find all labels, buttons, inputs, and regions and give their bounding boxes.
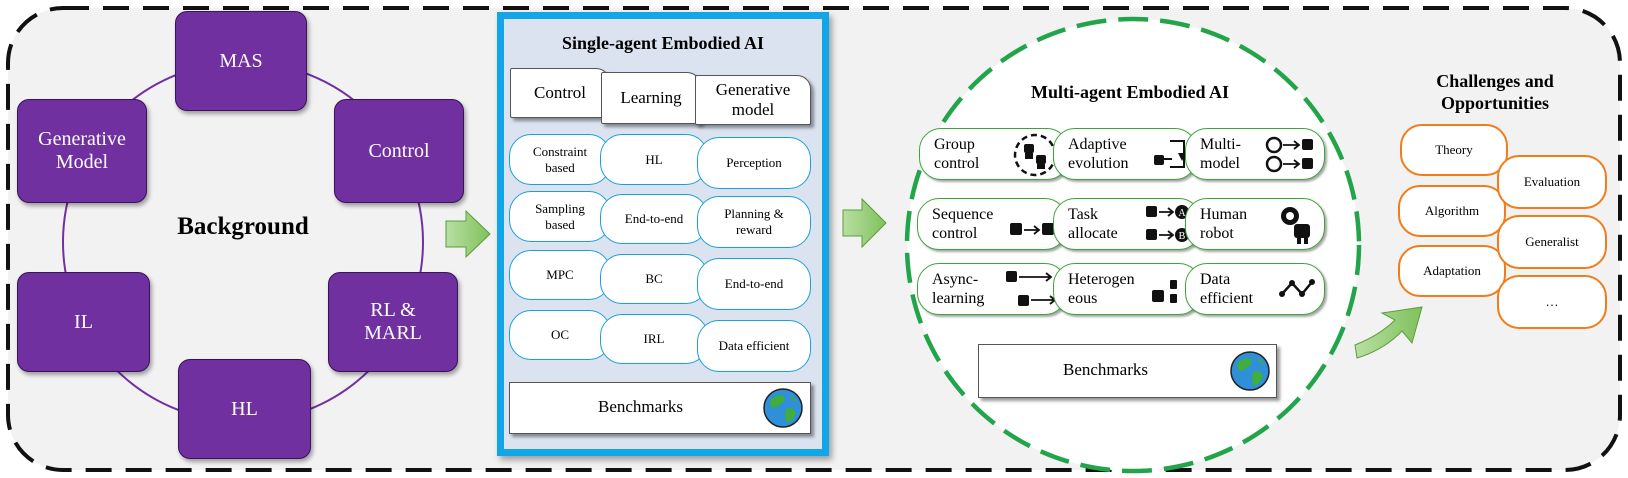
- item-end-to-end-learning: End-to-end: [600, 194, 708, 244]
- background-title: Background: [177, 213, 309, 240]
- sequence-robots-icon: [1010, 223, 1054, 235]
- node-control: Control: [334, 99, 464, 203]
- item-evaluation: Evaluation: [1497, 155, 1607, 209]
- async-robots-icon: [1006, 271, 1057, 306]
- item-sampling-based: Sampling based: [509, 191, 611, 242]
- item-theory: Theory: [1400, 124, 1508, 176]
- node-hl: HL: [178, 359, 311, 459]
- model-to-robot-icon: [1265, 136, 1313, 173]
- item-async-learning: Async- learning: [917, 263, 1067, 315]
- challenges-title: Challenges and Opportunities: [1436, 70, 1554, 114]
- feedback-loop-icon: [1154, 140, 1186, 168]
- item-group-control: Group control: [919, 128, 1069, 180]
- svg-text:B: B: [1179, 231, 1186, 242]
- globe-icon: [1230, 351, 1270, 391]
- item-human-robot: Human robot: [1185, 198, 1325, 250]
- item-mpc: MPC: [509, 250, 611, 300]
- node-il: IL: [17, 272, 150, 372]
- category-generative-model: Generative model: [695, 75, 811, 125]
- item-more: …: [1497, 275, 1607, 329]
- item-sequence-control: Sequence control: [917, 198, 1067, 250]
- group-robots-icon: [1013, 133, 1057, 177]
- arrow-background-to-single: [445, 209, 491, 259]
- item-end-to-end-generative: End-to-end: [697, 258, 811, 310]
- item-generalist: Generalist: [1497, 215, 1607, 269]
- multi-agent-title: Multi-agent Embodied AI: [1030, 81, 1230, 102]
- multi-agent-benchmarks: Benchmarks: [978, 344, 1277, 398]
- item-constraint-based: Constraint based: [509, 134, 611, 185]
- item-data-efficient-multi: Data efficient: [1185, 263, 1325, 315]
- single-agent-title: Single-agent Embodied AI: [561, 32, 765, 53]
- item-perception: Perception: [697, 137, 811, 189]
- human-robot-icon: [1281, 207, 1310, 244]
- item-planning-reward: Planning & reward: [697, 196, 811, 248]
- item-multi-model: Multi- model: [1185, 128, 1325, 180]
- benchmarks-label: Benchmarks: [1063, 360, 1148, 379]
- node-generative-model: Generative Model: [17, 99, 147, 203]
- arrow-multi-to-challenges: [1354, 306, 1423, 359]
- task-allocation-icon: A B: [1146, 205, 1189, 242]
- item-oc: OC: [509, 310, 611, 360]
- item-irl: IRL: [600, 314, 708, 364]
- item-algorithm: Algorithm: [1398, 185, 1506, 237]
- heterogeneous-robots-icon: [1152, 280, 1177, 303]
- item-bc: BC: [600, 254, 708, 304]
- node-mas: MAS: [175, 11, 307, 111]
- svg-text:A: A: [1178, 208, 1186, 219]
- category-learning: Learning: [601, 72, 701, 124]
- category-control: Control: [510, 68, 610, 118]
- item-hl: HL: [600, 134, 708, 185]
- data-trend-icon: [1279, 279, 1315, 297]
- item-heterogeneous: Heterogen eous: [1053, 263, 1201, 315]
- single-agent-benchmarks: Benchmarks: [509, 382, 811, 434]
- arrow-single-to-multi: [842, 197, 887, 249]
- benchmarks-label: Benchmarks: [598, 397, 683, 416]
- item-adaptive-evolution: Adaptive evolution: [1053, 128, 1197, 180]
- item-adaptation: Adaptation: [1398, 245, 1506, 297]
- globe-icon: [763, 388, 803, 428]
- item-data-efficient-single: Data efficient: [697, 320, 811, 372]
- node-rl-marl: RL & MARL: [328, 272, 458, 372]
- item-task-allocate: Task allocate A B: [1053, 198, 1201, 250]
